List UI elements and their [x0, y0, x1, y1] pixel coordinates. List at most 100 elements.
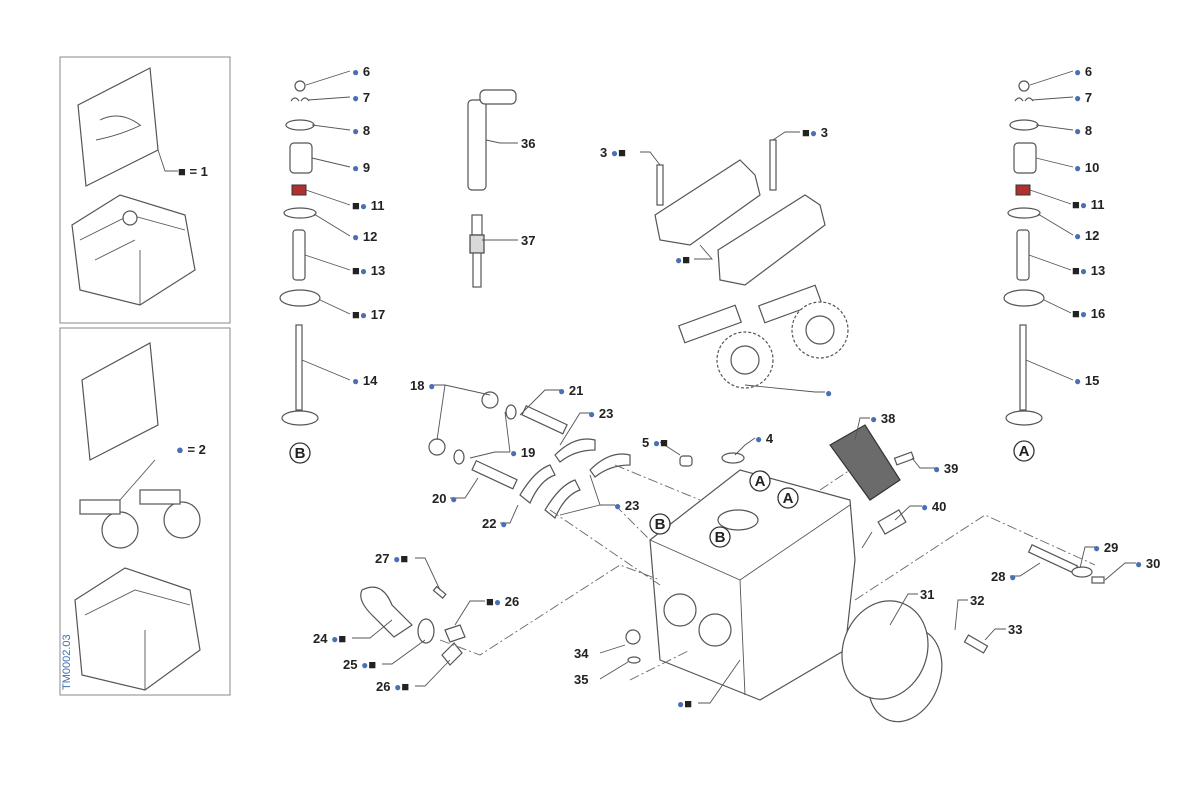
gasket-bag-2: [81, 342, 159, 461]
callout-14: ● 14: [352, 373, 378, 388]
dot-marker-icon: ●: [450, 492, 457, 506]
part-number: 12: [363, 229, 377, 244]
callout-40: ● 40: [921, 499, 946, 514]
part-number: 38: [881, 411, 895, 426]
reference-letter-A: A: [749, 470, 771, 492]
part-number: 18: [410, 378, 424, 393]
part-number: 8: [1085, 123, 1092, 138]
dot-marker-icon: ●: [921, 500, 928, 514]
callout-24: 24 ●■: [313, 631, 346, 646]
callout-unnumbered: ●■: [675, 252, 690, 267]
camshafts-kit-2: [79, 489, 201, 549]
dot-marker-icon: ●: [1074, 65, 1081, 79]
nut-34-35: [625, 629, 641, 664]
part-number: 30: [1146, 556, 1160, 571]
letter-text: A: [783, 490, 794, 507]
dot-marker-icon: ●: [361, 658, 368, 672]
dot-marker-icon: ●: [675, 253, 682, 267]
kit-2-frame: [59, 327, 231, 696]
part-number: 5: [642, 435, 649, 450]
letter-text: A: [755, 473, 766, 490]
part-number: 40: [932, 499, 946, 514]
part-number: 28: [991, 569, 1005, 584]
part-number: 10: [1085, 160, 1099, 175]
dot-marker-icon: ●: [810, 126, 817, 140]
callout-10: ● 10: [1074, 160, 1099, 175]
part-number: 39: [944, 461, 958, 476]
spark-plug: [469, 214, 485, 288]
callout-29: ● 29: [1093, 540, 1118, 555]
reference-letter-A: A: [1013, 440, 1035, 462]
valve-assembly-b: [279, 80, 321, 426]
callout-3: ■● 3: [802, 125, 828, 140]
part-number: 3: [821, 125, 828, 140]
square-marker-icon: ■: [1072, 306, 1080, 321]
dot-marker-icon: ●: [360, 264, 367, 278]
square-marker-icon: ■: [1072, 197, 1080, 212]
square-marker-icon: ■: [400, 551, 408, 566]
part-number: 37: [521, 233, 535, 248]
square-marker-icon: ■: [618, 145, 626, 160]
dot-marker-icon: ●: [1080, 307, 1087, 321]
part-number: 25: [343, 657, 357, 672]
part-number: 15: [1085, 373, 1099, 388]
kit-1-frame: [59, 56, 231, 324]
reference-letter-B: B: [289, 442, 311, 464]
assembly-lines: [439, 464, 1096, 681]
part-number: 31: [920, 587, 934, 602]
leader-lines: [301, 70, 1136, 704]
part-number: 16: [1091, 306, 1105, 321]
letter-text: B: [715, 529, 726, 546]
square-marker-icon: ■: [660, 435, 668, 450]
callout-27: 27 ●■: [375, 551, 408, 566]
square-marker-icon: ■: [368, 657, 376, 672]
reference-letter-A: A: [777, 487, 799, 509]
dot-marker-icon: ●: [1080, 264, 1087, 278]
dot-marker-icon: ●: [360, 308, 367, 322]
camshaft-caps: [654, 139, 826, 286]
dot-marker-icon: ●: [494, 595, 501, 609]
kit-legend-text: = 1: [189, 164, 207, 179]
part-number: 6: [1085, 64, 1092, 79]
cover-plate-32: [841, 600, 989, 723]
part-number: 11: [371, 198, 385, 213]
dot-marker-icon: ●: [1009, 570, 1016, 584]
dot-marker-icon: ●: [1074, 91, 1081, 105]
callout-32: 32: [970, 593, 984, 608]
callout-36: 36: [521, 136, 535, 151]
callout-6: ● 6: [1074, 64, 1092, 79]
dot-marker-icon: ●: [558, 384, 565, 398]
part-number: 24: [313, 631, 328, 646]
callout-26: 26 ●■: [376, 679, 409, 694]
dot-marker-icon: ●: [500, 517, 507, 531]
dot-marker-icon: ●: [825, 386, 832, 400]
ignition-coil: [467, 89, 517, 191]
part-number: 36: [521, 136, 535, 151]
callout-12: ● 12: [352, 229, 377, 244]
kit-legend-text: = 2: [187, 442, 205, 457]
dot-marker-icon: ●: [1074, 229, 1081, 243]
callout-19: ● 19: [510, 445, 535, 460]
callout-21: ● 21: [558, 383, 583, 398]
reference-letter-B: B: [709, 526, 731, 548]
dot-marker-icon: ●: [176, 442, 187, 457]
square-marker-icon: ■: [352, 263, 360, 278]
dot-marker-icon: ●: [677, 697, 684, 711]
dot-marker-icon: ●: [393, 552, 400, 566]
callout-16: ■● 16: [1072, 306, 1105, 321]
part-number: 11: [1091, 197, 1105, 212]
part-number: 13: [1091, 263, 1105, 278]
part-number: 26: [505, 594, 519, 609]
callout-unnumbered: ●: [825, 386, 832, 400]
dot-marker-icon: ●: [352, 91, 359, 105]
kit-legend-1: ■ = 1: [178, 164, 208, 179]
callout-31: 31: [920, 587, 934, 602]
callout-28: 28 ●: [991, 569, 1016, 584]
dot-marker-icon: ●: [352, 124, 359, 138]
callout-4: ● 4: [755, 431, 774, 446]
callout-33: 33: [1008, 622, 1022, 637]
part-number: 33: [1008, 622, 1022, 637]
valve-assembly-a: [1003, 80, 1045, 426]
part-number: 22: [482, 516, 496, 531]
